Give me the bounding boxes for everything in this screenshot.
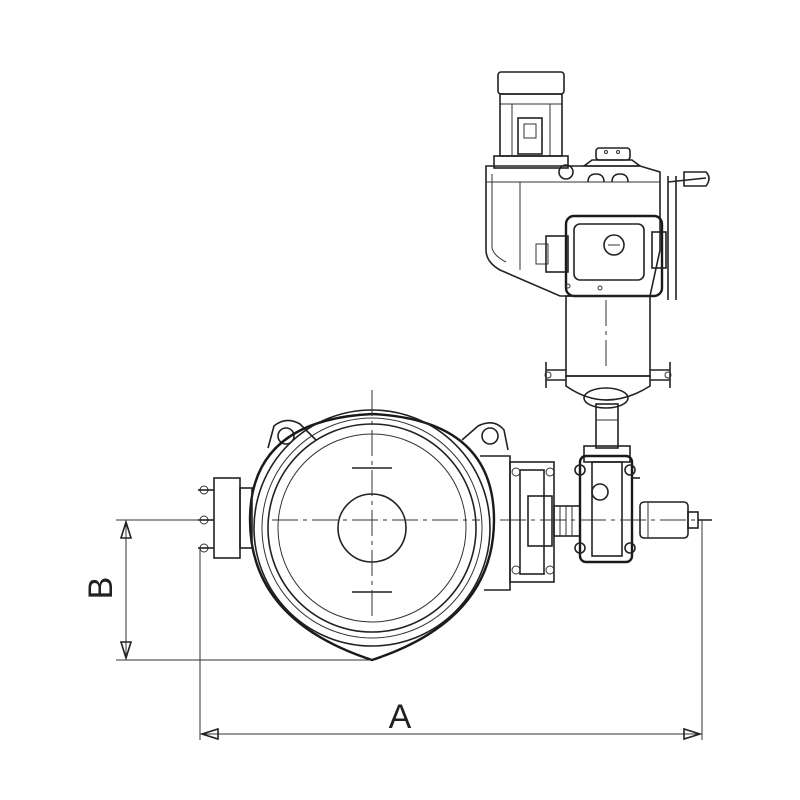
dimension-b-label: B (82, 577, 120, 600)
dimension-a-label: A (389, 698, 412, 736)
dimension-b (116, 519, 372, 661)
coupling-shaft (583, 403, 631, 463)
actuator-gearbox (485, 147, 661, 297)
actuator-control-box (535, 214, 667, 298)
handwheel-lever (667, 171, 710, 300)
actuator-column (544, 295, 672, 409)
valve-body (198, 409, 511, 662)
center-lines (272, 390, 712, 620)
dimension-a (199, 520, 703, 741)
actuator-motor (493, 71, 569, 169)
worm-gearbox (509, 454, 712, 583)
electric-actuator (485, 71, 710, 463)
